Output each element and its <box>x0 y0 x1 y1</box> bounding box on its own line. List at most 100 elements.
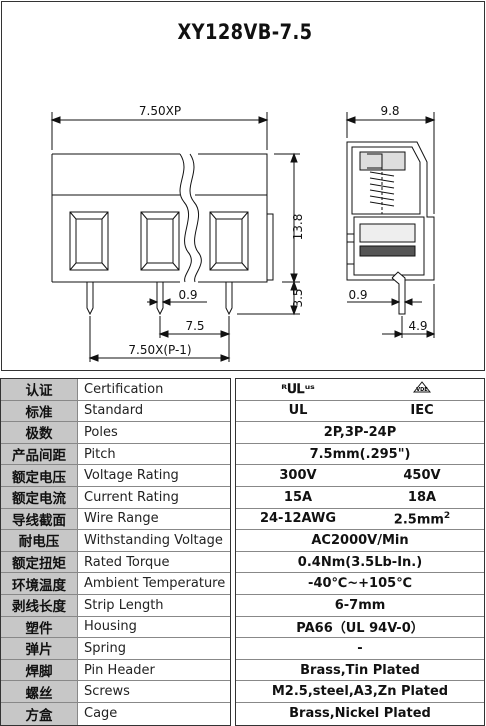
spec-value: 0.4Nm(3.5Lb-In.) <box>297 554 423 570</box>
dim-pitch-bottom: 7.5 <box>185 319 204 333</box>
spec-value: Brass,Nickel Plated <box>289 706 431 722</box>
spec-row-value: UL IEC <box>236 401 484 423</box>
spec-label-cn: 额定电流 <box>1 487 78 508</box>
product-title: XY128VB-7.5 <box>177 20 313 44</box>
spec-value-cell: 300V 450V <box>236 465 484 486</box>
side-view <box>346 141 435 315</box>
spec-value-cell: 0.4Nm(3.5Lb-In.) <box>236 552 484 573</box>
spec-value-cell: 15A 18A <box>236 487 484 508</box>
spec-label-cn: 认证 <box>1 379 78 400</box>
spec-value: 6-7mm <box>334 597 386 613</box>
spec-label-en: Voltage Rating <box>84 468 179 484</box>
spec-value: 2P,3P-24P <box>323 424 397 440</box>
spec-label-cn: 方盒 <box>1 703 78 725</box>
spec-row-value: 7.5mm(.295") <box>236 444 484 466</box>
pin-1 <box>86 282 94 316</box>
spec-value: M2.5,steel,A3,Zn Plated <box>271 684 449 700</box>
spec-value-cell: AC2000V/Min <box>236 530 484 551</box>
spec-row-value: M2.5,steel,A3,Zn Plated <box>236 681 484 703</box>
spec-label-en: Current Rating <box>84 489 179 505</box>
spec-value-cell: UL IEC <box>236 401 484 422</box>
spec-row-label: 方盒 Cage <box>1 703 230 725</box>
spec-row-label: 额定扭矩 Rated Torque <box>1 551 230 574</box>
spec-value-cell: 24-12AWG 2.5mm2 <box>236 509 484 530</box>
spec-label-en: Withstanding Voltage <box>84 532 223 548</box>
spec-value: UL <box>288 403 308 419</box>
spec-value: -40℃~+105℃ <box>308 576 412 592</box>
spec-value-cell: - <box>236 638 484 659</box>
spec-value-cell: Brass,Nickel Plated <box>236 703 484 725</box>
spec-row-label: 剥线长度 Strip Length <box>1 595 230 617</box>
spec-label-en: Pitch <box>84 446 116 462</box>
spec-label-cn: 耐电压 <box>1 530 78 551</box>
spec-label-cn: 焊脚 <box>1 659 78 681</box>
spec-label-cn: 剥线长度 <box>1 595 78 616</box>
spec-row-label: 耐电压 Withstanding Voltage <box>1 530 230 552</box>
spec-row-value: 2P,3P-24P <box>236 422 484 444</box>
spec-value-cell: 6-7mm <box>236 595 484 616</box>
spec-row-value: 6-7mm <box>236 595 484 617</box>
spec-row-label: 认证 Certification <box>1 379 230 401</box>
spec-label-cn: 额定扭矩 <box>1 551 78 573</box>
spec-row-value: Brass,Nickel Plated <box>236 703 484 725</box>
spec-value: PA66（UL 94V-0） <box>296 621 424 637</box>
spec-value-cell: 2P,3P-24P <box>236 422 484 443</box>
spec-value: 2.5mm2 <box>393 510 451 528</box>
spec-value: Brass,Tin Plated <box>300 662 420 678</box>
spec-label-en: Rated Torque <box>84 554 170 570</box>
spec-label-en: Cage <box>84 706 118 722</box>
spec-label-en: Housing <box>84 619 137 635</box>
spec-row-value: 0.4Nm(3.5Lb-In.) <box>236 552 484 574</box>
wire-entry-2 <box>140 211 180 271</box>
spec-row-value: - <box>236 638 484 660</box>
dim-side-offset: 4.9 <box>408 319 427 333</box>
spec-label-en: Certification <box>84 381 164 397</box>
spec-value-cell: -40℃~+105℃ <box>236 573 484 594</box>
spec-label-cn: 弹片 <box>1 638 78 659</box>
spec-value-cell: Brass,Tin Plated <box>236 660 484 681</box>
drawing-frame: XY128VB-7.5 <box>1 1 485 371</box>
svg-text:VDE: VDE <box>416 387 428 393</box>
spec-value: IEC <box>410 403 434 419</box>
spec-label-en: Wire Range <box>84 511 159 527</box>
spec-label-cn: 标准 <box>1 400 78 422</box>
dim-side-width: 9.8 <box>380 104 399 118</box>
spec-value: 300V <box>279 468 317 484</box>
spec-label-cn: 塑件 <box>1 616 78 638</box>
dim-height: 13.8 <box>291 214 305 241</box>
spec-row-value: AC2000V/Min <box>236 530 484 552</box>
pin-2 <box>156 282 164 316</box>
spec-value: AC2000V/Min <box>311 532 409 548</box>
spec-value: - <box>357 640 363 656</box>
spec-value: 18A <box>407 489 437 505</box>
spec-label-en: Strip Length <box>84 597 164 613</box>
spec-label-en: Standard <box>84 403 144 419</box>
pin-3 <box>225 282 233 316</box>
spec-value: 450V <box>403 468 441 484</box>
spec-value: 24-12AWG <box>259 511 337 527</box>
dim-pitch-top: 7.50XP <box>139 104 181 118</box>
vde-certification-icon: VDE <box>360 381 484 397</box>
wire-entry-1 <box>69 211 109 271</box>
spec-row-value: Brass,Tin Plated <box>236 660 484 682</box>
spec-value-cell: PA66（UL 94V-0） <box>236 617 484 638</box>
spec-row-label: 塑件 Housing <box>1 616 230 639</box>
spec-label-cn: 极数 <box>1 422 78 443</box>
spec-label-cn: 环境温度 <box>1 573 78 594</box>
spec-row-label: 标准 Standard <box>1 400 230 423</box>
spec-label-en: Ambient Temperature <box>84 576 226 592</box>
spec-label-en: Screws <box>84 684 130 700</box>
spec-row-value: 24-12AWG 2.5mm2 <box>236 509 484 531</box>
spec-value: 15A <box>283 489 313 505</box>
dim-total-width: 7.50X(P-1) <box>128 343 191 357</box>
